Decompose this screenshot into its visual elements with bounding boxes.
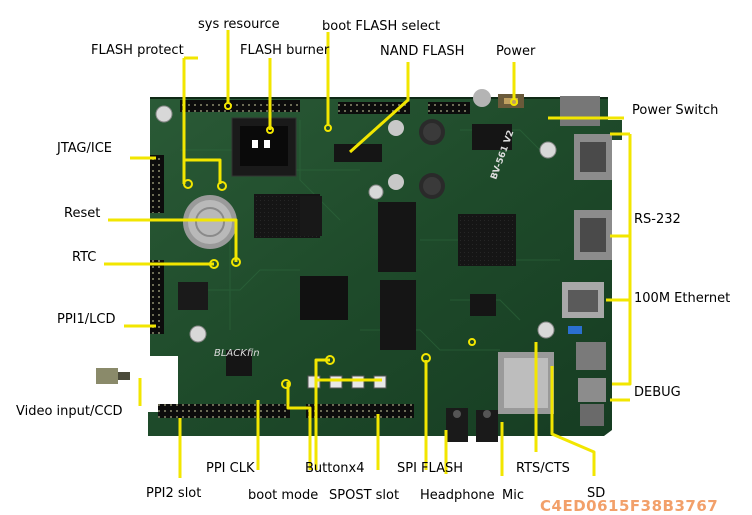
ppi1-header xyxy=(150,260,164,334)
label-nand-flash: NAND FLASH xyxy=(380,44,465,59)
watermark-id: C4ED0615F38B3767 xyxy=(540,497,719,515)
label-rs232: RS-232 xyxy=(634,212,681,227)
label-headphone: Headphone xyxy=(420,488,495,503)
memory-chip xyxy=(378,202,416,272)
regulator xyxy=(178,282,208,310)
nand-chip xyxy=(472,124,512,150)
label-ppi-clk: PPI CLK xyxy=(206,461,255,476)
label-boot-flash-select: boot FLASH select xyxy=(322,19,441,34)
label-video-input: Video input/CCD xyxy=(16,404,123,419)
spost-slot-header xyxy=(306,404,414,418)
audio-jacks xyxy=(446,408,498,442)
label-power: Power xyxy=(496,44,536,59)
label-sys-resource: sys resource xyxy=(198,17,280,32)
leader-reset xyxy=(108,218,238,262)
leader-dots xyxy=(183,98,518,389)
label-reset: Reset xyxy=(64,206,101,221)
label-rtc: RTC xyxy=(72,250,97,265)
leader-flash-protect-2 xyxy=(184,158,222,184)
leader-boot-mode xyxy=(286,382,312,470)
leader-rs232-vertical xyxy=(612,134,632,386)
video-connector xyxy=(96,368,130,384)
label-power-switch: Power Switch xyxy=(632,103,719,118)
label-spost-slot: SPOST slot xyxy=(329,488,400,503)
ppi2-slot-header xyxy=(158,404,290,418)
boot-flash-header xyxy=(338,102,410,114)
label-rts-cts: RTS/CTS xyxy=(516,461,570,476)
power-inductors xyxy=(388,89,491,199)
sdram-chip-2 xyxy=(300,196,322,236)
label-buttonx4: Buttonx4 xyxy=(305,461,365,476)
label-mic: Mic xyxy=(502,488,524,503)
cpld-chip xyxy=(458,214,516,266)
power-switch-part xyxy=(560,96,600,126)
label-sd: SD xyxy=(587,486,606,501)
nand-header xyxy=(428,102,470,114)
sd-slot xyxy=(498,352,554,414)
jtag-header xyxy=(150,155,164,213)
label-jtag-ice: JTAG/ICE xyxy=(57,141,113,156)
nand-flash-chip xyxy=(334,144,382,162)
label-boot-mode: boot mode xyxy=(248,488,319,503)
processor-chip xyxy=(300,276,348,320)
board-logo: BLACKfin xyxy=(214,348,260,359)
ethernet-jack xyxy=(562,282,604,334)
label-debug: DEBUG xyxy=(634,385,681,400)
label-ppi1-lcd: PPI1/LCD xyxy=(57,312,116,327)
rs232-connectors xyxy=(574,134,612,260)
label-ppi2-slot: PPI2 slot xyxy=(146,486,202,501)
leader-lines xyxy=(104,30,632,478)
label-flash-protect: FLASH protect xyxy=(91,43,184,58)
rtc-battery xyxy=(183,195,237,249)
memory-chip-2 xyxy=(380,280,416,350)
small-chip-2 xyxy=(470,294,496,316)
label-flash-burner: FLASH burner xyxy=(240,43,330,58)
label-spi-flash: SPI FLASH xyxy=(397,461,463,476)
leader-sd xyxy=(550,366,596,476)
small-chip xyxy=(226,350,252,376)
leader-nand-flash xyxy=(348,62,410,154)
debug-connectors xyxy=(576,342,606,426)
label-ethernet: 100M Ethernet xyxy=(634,291,731,306)
flash-burner-socket xyxy=(231,117,297,177)
sys-resource-header xyxy=(180,100,300,112)
mounting-screws xyxy=(155,105,557,343)
